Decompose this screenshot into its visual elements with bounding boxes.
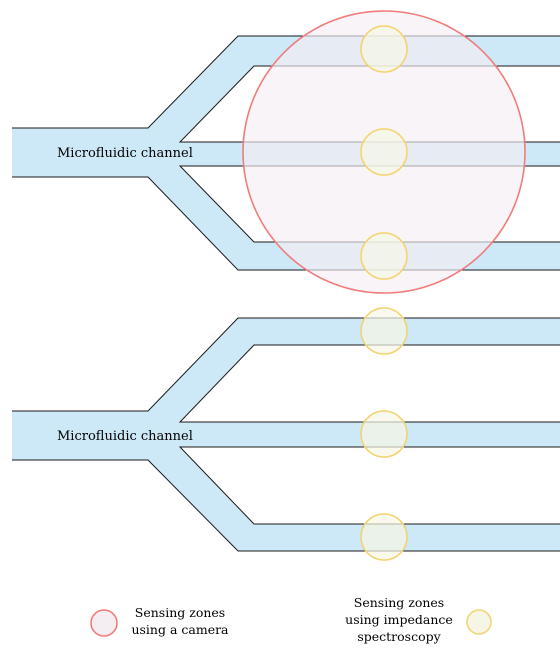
legend-camera-line1: Sensing zones <box>135 605 225 620</box>
upper-channel-network: Microfluidic channel <box>12 10 560 294</box>
legend-impedance-line3: spectroscopy <box>357 629 441 644</box>
lower-channel-network: Microfluidic channel <box>12 307 560 561</box>
impedance-sensing-zone-upper-1 <box>360 25 408 73</box>
legend-impedance-line1: Sensing zones <box>354 595 444 610</box>
impedance-sensing-zone-upper-2 <box>360 128 408 176</box>
legend-camera-line2: using a camera <box>131 622 229 637</box>
legend-camera: Sensing zones using a camera <box>90 605 229 637</box>
impedance-sensing-zone-upper-3 <box>360 232 408 280</box>
legend-impedance-line2: using impedance <box>345 612 453 627</box>
impedance-sensing-zone-lower-3 <box>360 513 408 561</box>
impedance-sensing-zone-icon <box>466 609 492 635</box>
impedance-sensing-zone-lower-1 <box>360 307 408 355</box>
lower-channel-fill <box>12 318 560 551</box>
impedance-sensing-zone-lower-2 <box>360 410 408 458</box>
legend: Sensing zones using a camera Sensing zon… <box>90 595 492 644</box>
camera-sensing-zone-icon <box>90 609 118 637</box>
upper-channel-label: Microfluidic channel <box>57 146 193 161</box>
legend-impedance: Sensing zones using impedance spectrosco… <box>345 595 492 644</box>
lower-channel-label: Microfluidic channel <box>57 429 193 444</box>
